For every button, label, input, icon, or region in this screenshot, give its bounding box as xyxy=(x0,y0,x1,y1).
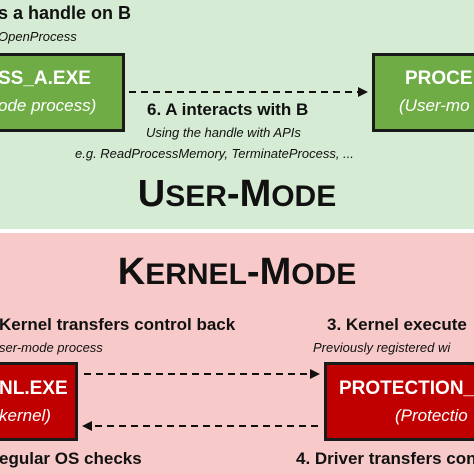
step4-label: 4. Driver transfers con xyxy=(296,449,474,468)
step6-sublabel-2: e.g. ReadProcessMemory, TerminateProcess… xyxy=(75,146,354,161)
process-b-title: PROCE xyxy=(405,68,473,89)
protection-driver-title: PROTECTION_ xyxy=(339,378,474,399)
kernel-box-subtitle: kernel) xyxy=(0,406,51,425)
protection-driver-subtitle: (Protectio xyxy=(395,406,468,425)
process-b-box xyxy=(372,53,474,132)
process-a-subtitle: ode process) xyxy=(0,96,97,115)
process-a-title: SS_A.EXE xyxy=(0,68,91,89)
step3-sublabel: Previously registered wi xyxy=(313,340,451,355)
step-handle-sublabel: OpenProcess xyxy=(0,29,77,44)
step3-label: 3. Kernel execute xyxy=(327,315,467,334)
kernel-mode-heading: KERNEL-MODE xyxy=(117,251,357,293)
regular-os-checks-label: egular OS checks xyxy=(0,449,142,468)
protection-driver-box xyxy=(324,362,474,441)
process-b-subtitle: (User-mo xyxy=(399,96,470,115)
step-transfer-back-sublabel: ser-mode process xyxy=(0,340,103,355)
step6-label: 6. A interacts with B xyxy=(147,100,309,119)
process-a-box xyxy=(0,53,125,132)
kernel-box-title: NL.EXE xyxy=(0,378,68,399)
user-mode-heading: USER-MODE xyxy=(137,173,337,215)
kernel-box xyxy=(0,362,78,441)
step-handle-label: s a handle on B xyxy=(0,3,132,23)
step6-sublabel-1: Using the handle with APIs xyxy=(146,125,301,140)
step-transfer-back-label: Kernel transfers control back xyxy=(0,315,236,334)
